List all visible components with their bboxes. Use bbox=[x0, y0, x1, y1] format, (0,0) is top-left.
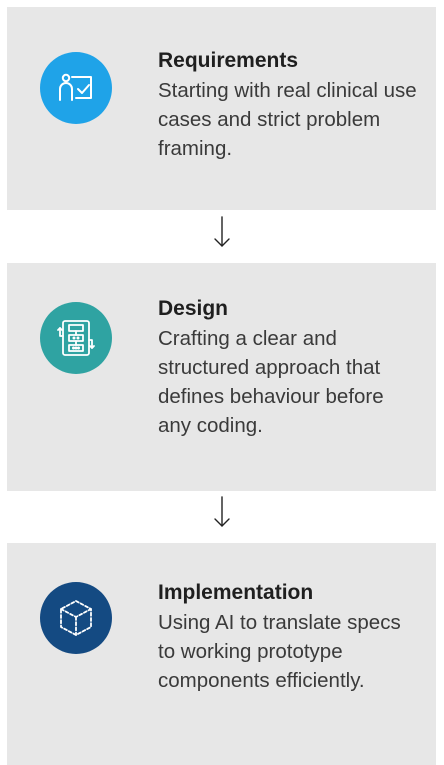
requirements-icon-badge bbox=[40, 52, 112, 124]
requirements-text: Requirements Starting with real clinical… bbox=[158, 48, 422, 163]
down-arrow-icon bbox=[214, 496, 230, 527]
implementation-icon-badge bbox=[40, 582, 112, 654]
step-card-implementation: Implementation Using AI to translate spe… bbox=[7, 543, 436, 765]
design-icon-badge bbox=[40, 302, 112, 374]
implementation-text: Implementation Using AI to translate spe… bbox=[158, 580, 422, 695]
step-description: Using AI to translate specs to working p… bbox=[158, 611, 401, 692]
design-text: Design Crafting a clear and structured a… bbox=[158, 296, 422, 440]
step-title: Implementation bbox=[158, 581, 314, 604]
down-arrow-icon bbox=[214, 216, 230, 247]
person-board-icon bbox=[59, 73, 92, 101]
flowchart-icon bbox=[57, 320, 95, 356]
step-description: Starting with real clinical use cases an… bbox=[158, 79, 417, 160]
step-description: Crafting a clear and structured approach… bbox=[158, 327, 384, 437]
cube-icon bbox=[60, 600, 92, 636]
step-title: Requirements bbox=[158, 49, 299, 72]
step-title: Design bbox=[158, 297, 229, 320]
step-card-requirements: Requirements Starting with real clinical… bbox=[7, 7, 436, 210]
step-card-design: Design Crafting a clear and structured a… bbox=[7, 263, 436, 491]
